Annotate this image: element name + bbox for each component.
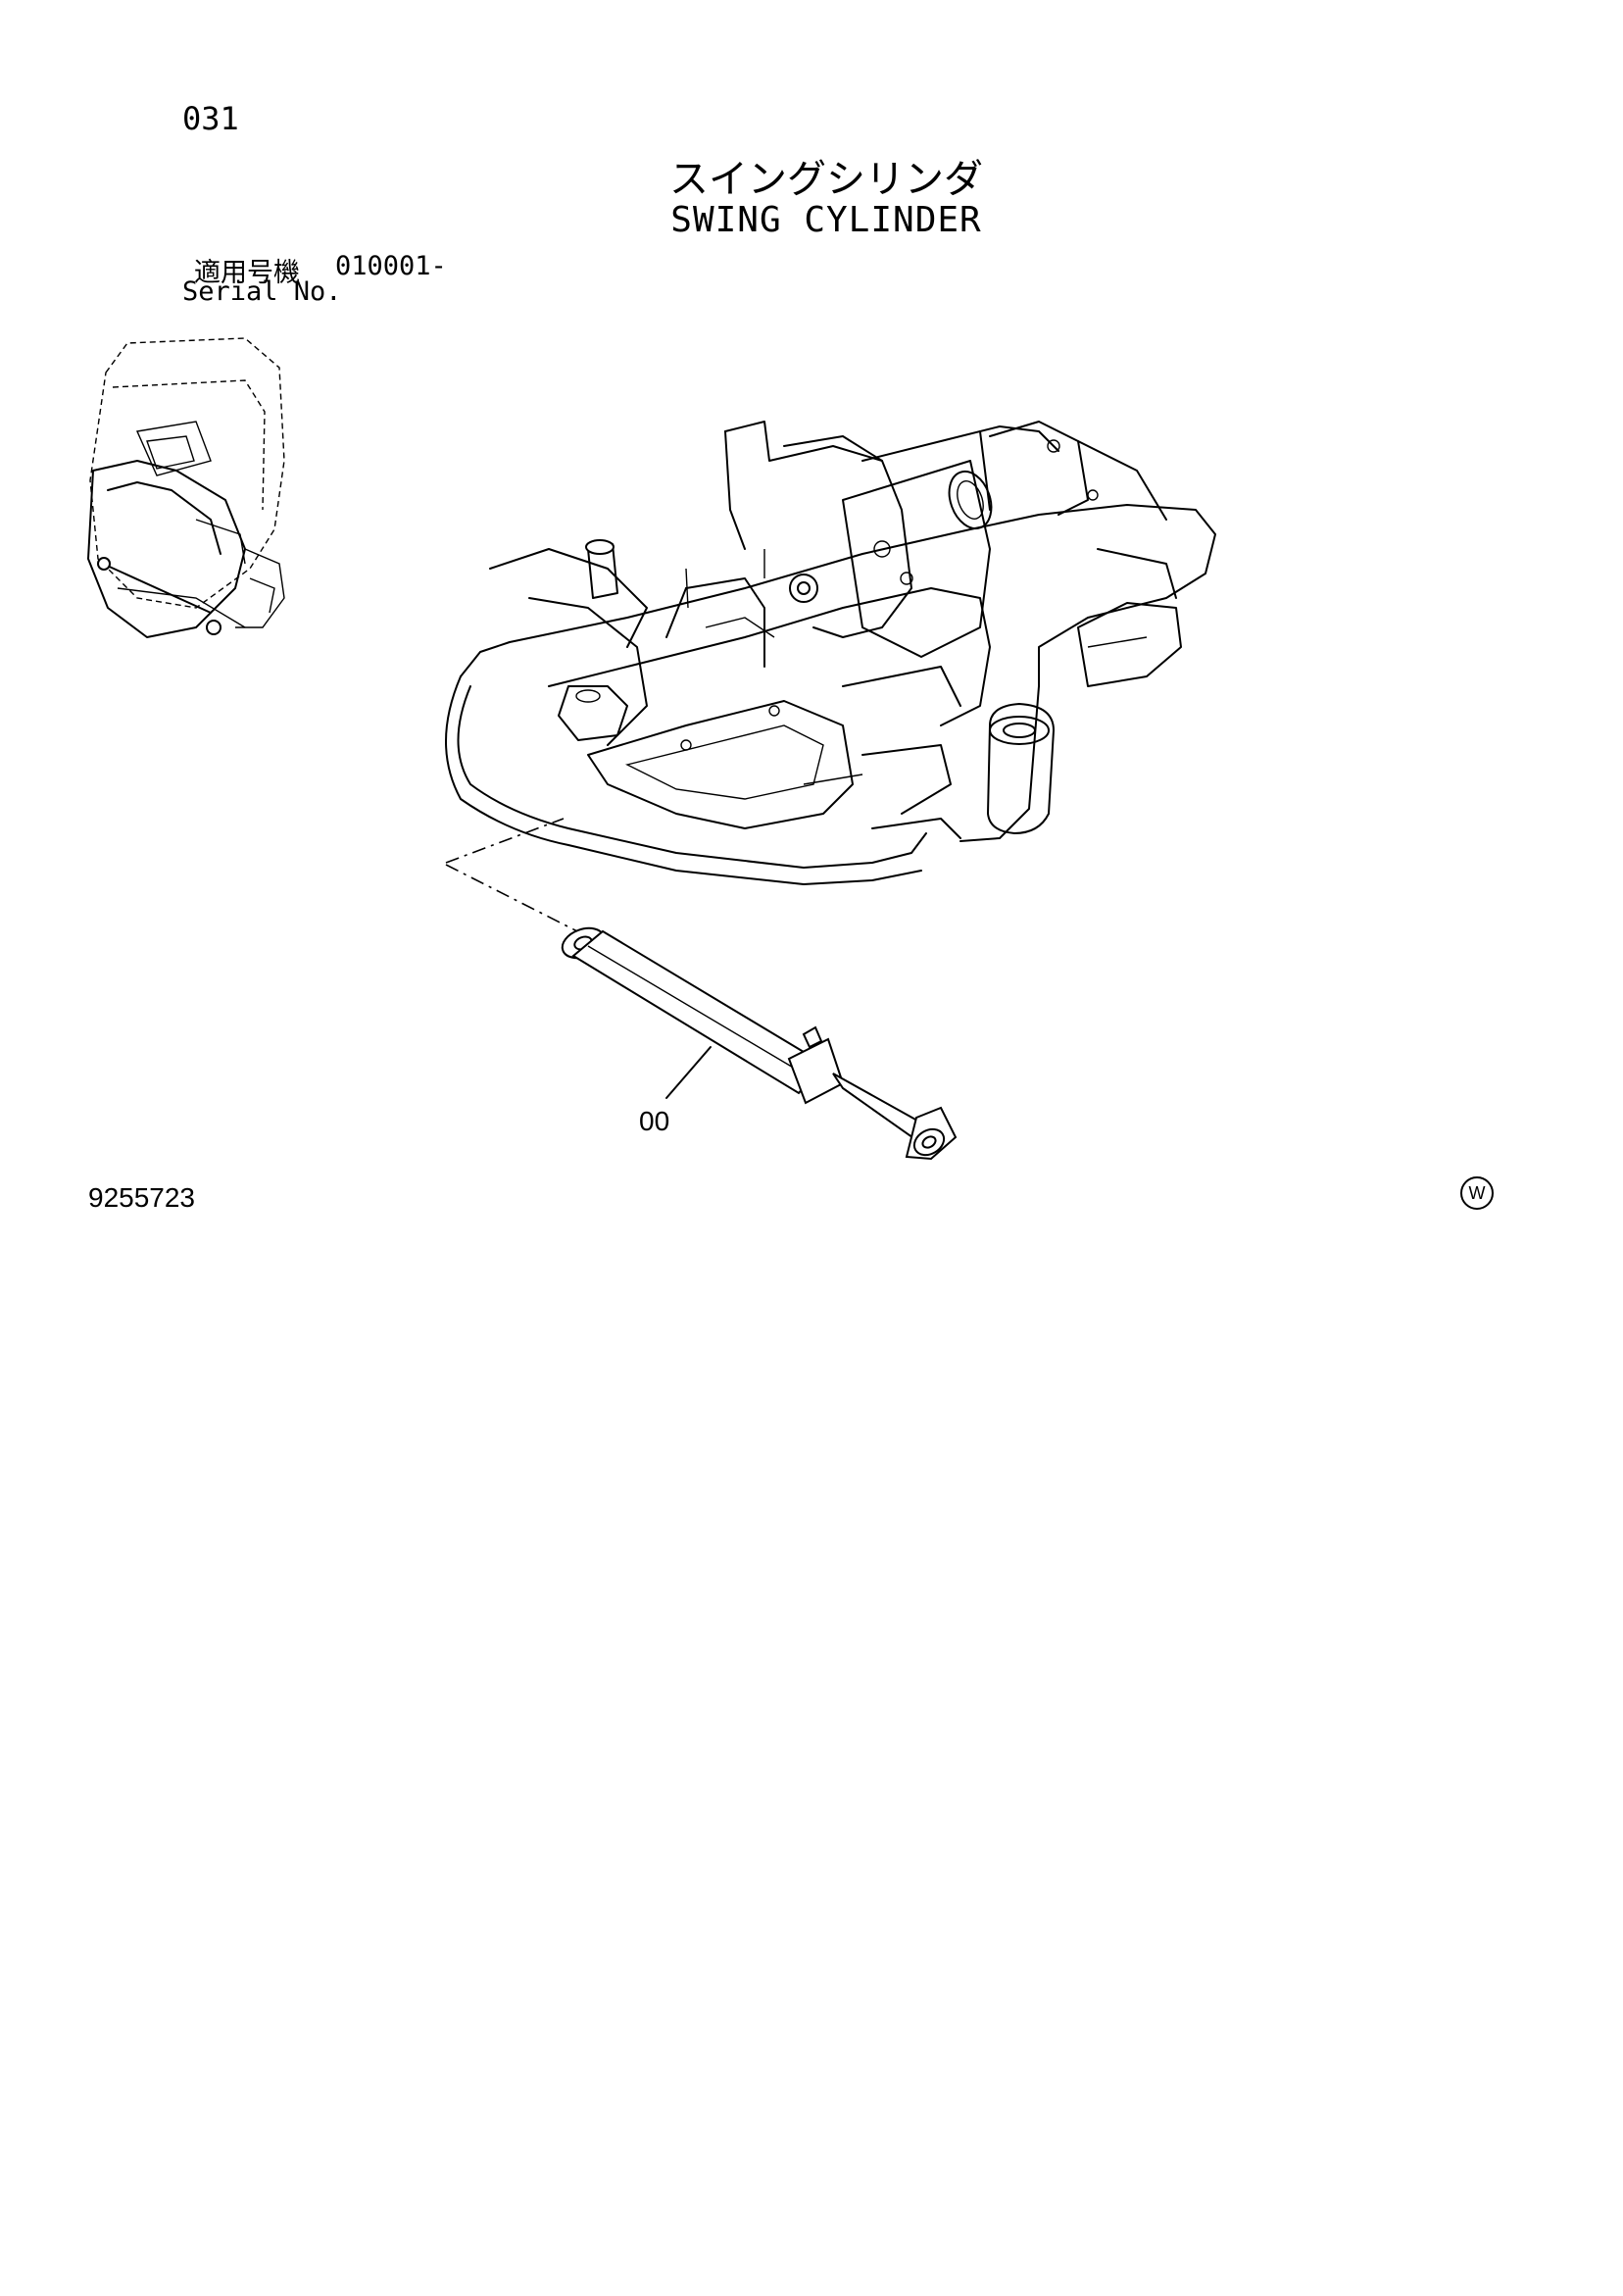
swing-cylinder [561, 926, 958, 1161]
drawing-number: 9255723 [88, 1182, 196, 1213]
mounting-leader-line-2 [445, 864, 584, 935]
revolving-frame-drawing [445, 421, 1216, 885]
title-english: SWING CYLINDER [670, 200, 982, 240]
machine-thumbnail [87, 337, 285, 638]
part-callout-leader [665, 1046, 712, 1099]
serial-label-japanese: 適用号機 [194, 258, 300, 288]
title-japanese: スイングシリンダ [669, 157, 983, 202]
circled-w-mark: W [1460, 1176, 1494, 1210]
serial-number-range: 010001- [335, 251, 447, 281]
page-number: 031 [182, 100, 239, 137]
mounting-leader-line [445, 818, 565, 864]
serial-label-english: Serial No. [182, 276, 342, 307]
part-callout-label: 00 [639, 1106, 670, 1136]
